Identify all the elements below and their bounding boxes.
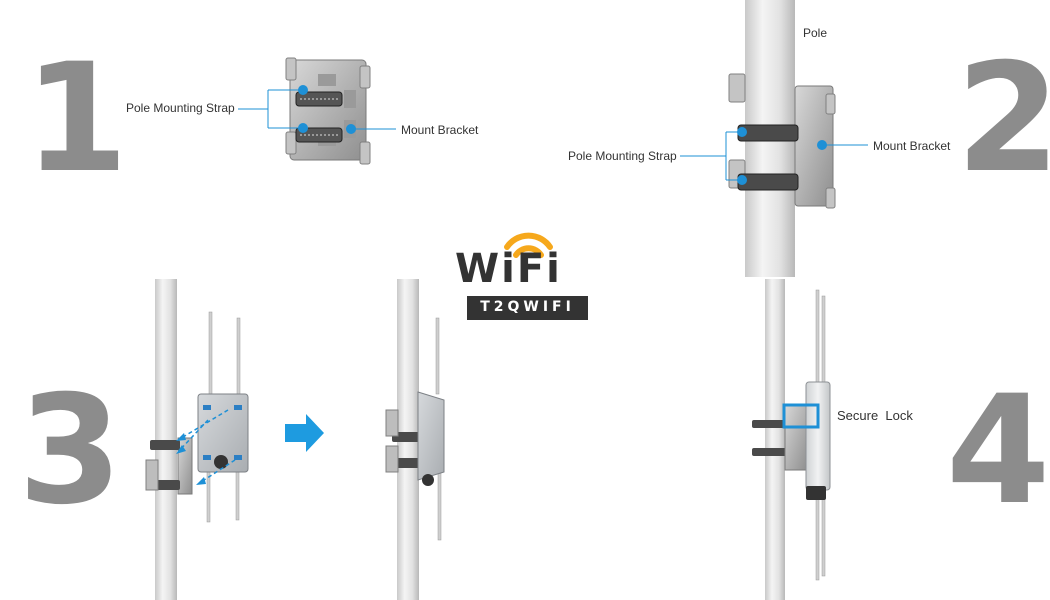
step2-bracket-label: Mount Bracket — [873, 139, 951, 153]
step1-strap-label: Pole Mounting Strap — [126, 101, 235, 115]
wifi-signal-icon — [504, 232, 553, 250]
step2-mount-bracket — [794, 85, 834, 207]
step2-strap-label: Pole Mounting Strap — [568, 149, 677, 163]
step2-pole-assembly — [680, 0, 868, 277]
step3-arrow-right-icon — [285, 414, 324, 452]
step4-side-view — [752, 279, 831, 600]
step-number-2: 2 — [956, 32, 1050, 206]
step1-pole-mounting-strap — [295, 91, 343, 143]
logo-wordmark: WiFi — [455, 246, 562, 292]
step2-pole-mounting-strap — [737, 124, 799, 191]
step3-attach-device — [145, 279, 249, 600]
logo-brand: T2QWIFI — [480, 299, 575, 315]
step1-bracket-assembly — [238, 57, 396, 165]
t2qwifi-logo — [467, 232, 588, 320]
step-number-3: 3 — [18, 364, 123, 538]
step4-secure-lock-highlight — [782, 403, 820, 429]
step3-access-point — [197, 393, 249, 473]
step3-mounted-device — [385, 279, 445, 600]
step2-pole-label: Pole — [803, 26, 828, 40]
step4-access-point — [805, 381, 831, 491]
step-number-4: 4 — [946, 364, 1050, 538]
step4-secure-lock-label: Secure Lock — [837, 408, 913, 423]
step1-bracket-label: Mount Bracket — [401, 123, 479, 137]
step-number-1: 1 — [24, 32, 129, 206]
